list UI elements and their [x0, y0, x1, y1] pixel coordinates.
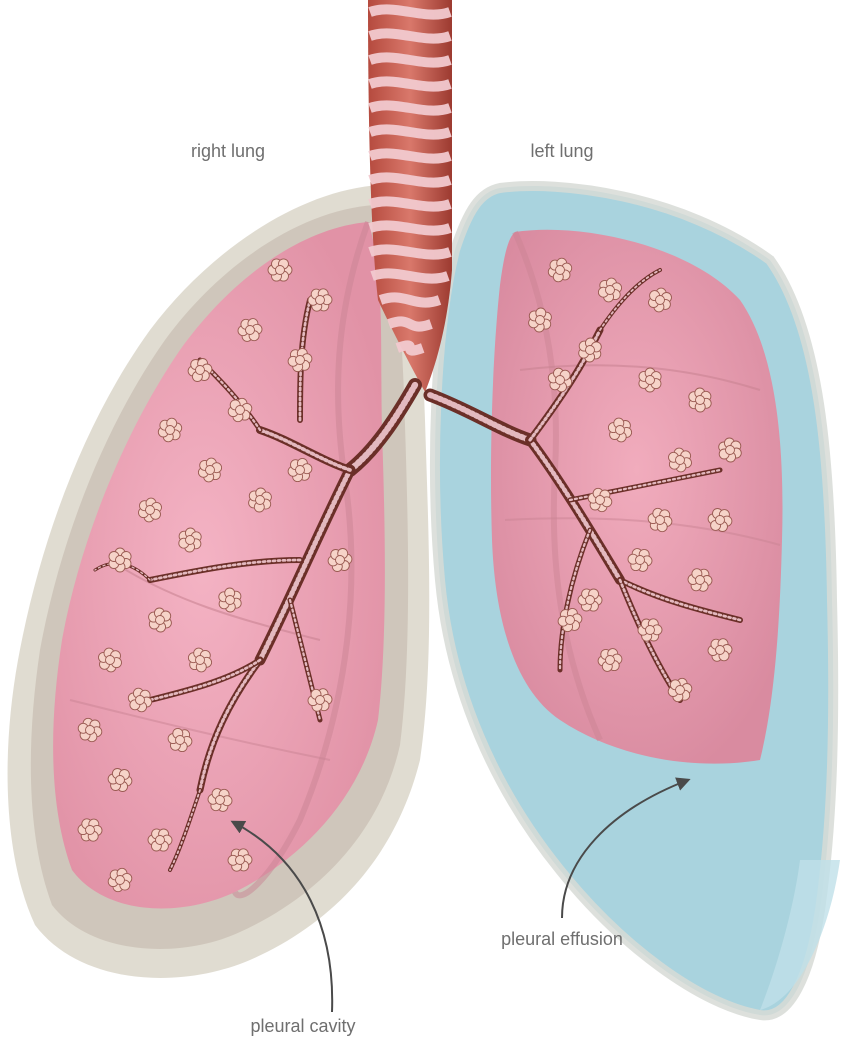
left-lung-tissue	[491, 230, 783, 764]
label-left-lung: left lung	[530, 141, 593, 161]
left-lung	[435, 186, 840, 1015]
trachea-rings	[370, 9, 450, 350]
label-pleural-effusion: pleural effusion	[501, 929, 623, 949]
right-lung	[8, 185, 430, 978]
label-pleural-cavity: pleural cavity	[250, 1016, 355, 1036]
label-right-lung: right lung	[191, 141, 265, 161]
